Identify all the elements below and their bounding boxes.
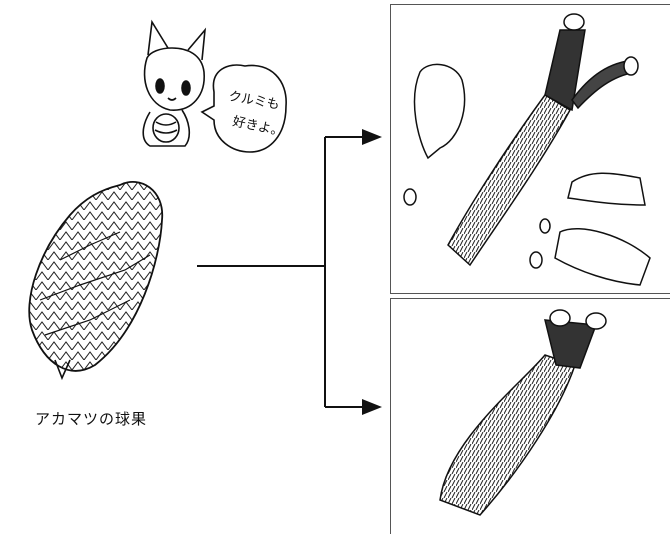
scale-fragment-icon bbox=[415, 64, 650, 285]
arrow-right-icon bbox=[362, 129, 382, 145]
squirrel-icon bbox=[143, 22, 205, 146]
branch-connector bbox=[197, 137, 366, 407]
pine-cone-icon bbox=[29, 182, 162, 378]
arrow-right-icon bbox=[362, 399, 382, 415]
cone-caption: アカマツの球果 bbox=[35, 408, 147, 429]
eaten-cone-core-icon bbox=[440, 310, 606, 515]
speech-bubble: クルミも 好きよ。 bbox=[202, 65, 286, 152]
